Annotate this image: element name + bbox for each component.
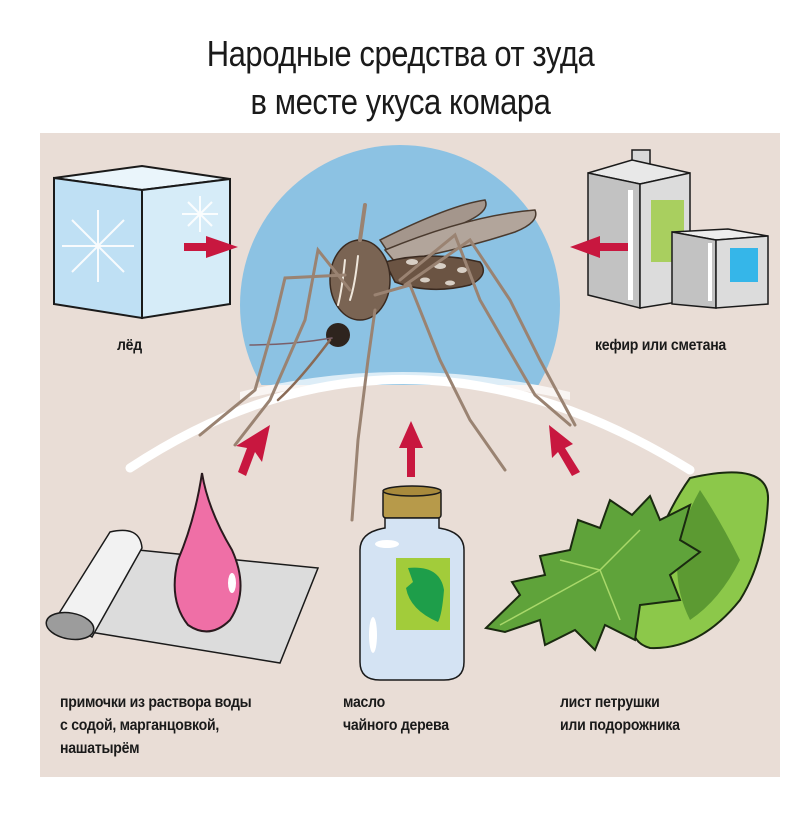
label-leaf: лист петрушки или подорожника — [560, 691, 680, 737]
label-lotion-line-3: нашатырём — [60, 740, 140, 757]
arrow-ice-icon — [184, 236, 238, 258]
label-leaf-line-1: лист петрушки — [560, 694, 660, 711]
title-line-2: в месте укуса комара — [250, 81, 551, 122]
oil-bottle-icon — [359, 485, 465, 681]
label-oil-line-2: чайного дерева — [343, 717, 449, 734]
label-tea-tree-oil: масло чайного дерева — [343, 691, 449, 737]
parsley-plantain-leaf-icon — [483, 471, 770, 652]
label-ice-line-1: лёд — [117, 337, 142, 354]
milk-carton-icon — [587, 149, 769, 309]
label-lotion: примочки из раствора воды с содой, марга… — [60, 691, 252, 760]
mosquito-icon — [198, 199, 577, 522]
label-oil-line-1: масло — [343, 694, 385, 711]
arrow-lotion-icon — [236, 425, 270, 476]
label-lotion-line-2: с содой, марганцовкой, — [60, 717, 220, 734]
arrow-kefir-icon — [570, 236, 628, 258]
label-leaf-line-2: или подорожника — [560, 717, 680, 734]
ice-cube-icon — [53, 164, 231, 320]
label-ice: лёд — [117, 334, 142, 357]
label-kefir-line-1: кефир или сметана — [595, 337, 727, 354]
drop-on-cloth-icon — [45, 472, 320, 664]
label-kefir: кефир или сметана — [595, 334, 726, 357]
page-title: Народные средства от зуда в месте укуса … — [56, 30, 745, 126]
arrow-leaf-icon — [549, 425, 580, 476]
skin-arc-icon — [125, 372, 695, 475]
arrow-oil-icon — [399, 421, 423, 477]
title-line-1: Народные средства от зуда — [206, 33, 595, 74]
label-lotion-line-1: примочки из раствора воды — [60, 694, 252, 711]
